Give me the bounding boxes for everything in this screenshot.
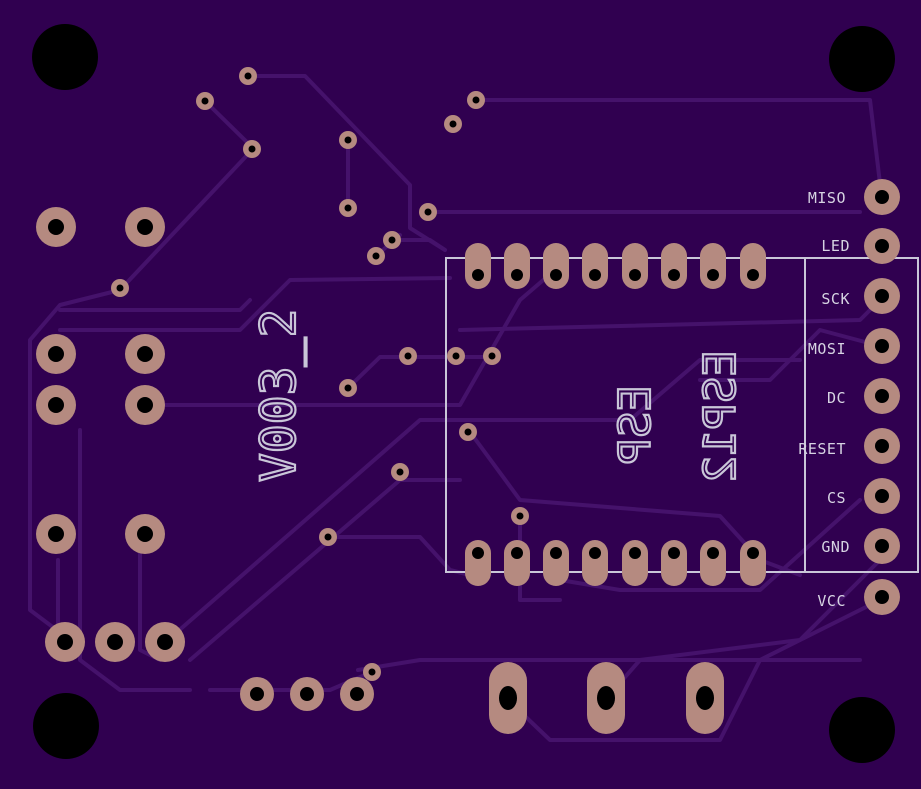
module-pad	[740, 540, 766, 586]
header-pad	[864, 528, 900, 564]
via	[363, 663, 381, 681]
via	[399, 347, 417, 365]
via	[339, 379, 357, 397]
pin-label-miso: MISO	[807, 189, 846, 207]
header-pad	[864, 478, 900, 514]
pad	[36, 514, 76, 554]
pad	[36, 334, 76, 374]
header-pad	[864, 378, 900, 414]
via	[447, 347, 465, 365]
via	[111, 279, 129, 297]
header-pad	[864, 579, 900, 615]
pad	[36, 385, 76, 425]
module-pad	[543, 243, 569, 289]
module-pad	[582, 540, 608, 586]
mounting-holes	[32, 24, 895, 763]
pad	[240, 677, 274, 711]
header-pad	[864, 179, 900, 215]
module-pad	[700, 243, 726, 289]
pad	[340, 677, 374, 711]
header-pad	[864, 228, 900, 264]
header-pad	[864, 278, 900, 314]
mounting-hole	[33, 693, 99, 759]
mounting-hole	[829, 697, 895, 763]
pin-label-gnd: GND	[821, 538, 850, 556]
left-pads	[36, 207, 374, 711]
module-pad	[661, 243, 687, 289]
pad	[125, 385, 165, 425]
vias	[111, 67, 529, 681]
module-pads-top	[465, 243, 766, 289]
pad	[45, 622, 85, 662]
module-pad	[465, 243, 491, 289]
header-pads	[864, 179, 900, 615]
mounting-hole	[829, 26, 895, 92]
via	[391, 463, 409, 481]
module-pad	[582, 243, 608, 289]
module-pad	[661, 540, 687, 586]
module-pad	[543, 540, 569, 586]
oval-pad	[489, 662, 527, 734]
header-pad	[864, 428, 900, 464]
switch-pads	[489, 662, 724, 734]
pad	[125, 514, 165, 554]
module-pad	[504, 540, 530, 586]
module-pad	[622, 243, 648, 289]
module-pads-bottom	[465, 540, 766, 586]
via	[511, 507, 529, 525]
pin-label-reset: RESET	[798, 440, 846, 458]
version-label: V003_2	[251, 309, 307, 482]
pin-label-dc: DC	[826, 389, 846, 407]
pad	[145, 622, 185, 662]
module-pad	[622, 540, 648, 586]
via	[367, 247, 385, 265]
module-pad	[504, 243, 530, 289]
via	[339, 131, 357, 149]
via	[444, 115, 462, 133]
via	[383, 231, 401, 249]
via	[339, 199, 357, 217]
via	[459, 423, 477, 441]
module-pad	[740, 243, 766, 289]
pad	[125, 207, 165, 247]
pad	[290, 677, 324, 711]
module-pad	[700, 540, 726, 586]
module-label-esp: ESP	[610, 385, 661, 464]
via	[319, 528, 337, 546]
via	[196, 92, 214, 110]
header-pad	[864, 328, 900, 364]
pin-label-vcc: VCC	[817, 592, 846, 610]
pad	[125, 334, 165, 374]
oval-pad	[587, 662, 625, 734]
via	[467, 91, 485, 109]
pin-label-mosi: MOSI	[807, 340, 846, 358]
module-pad	[465, 540, 491, 586]
oval-pad	[686, 662, 724, 734]
module-label-esp12: ESP12	[695, 350, 746, 482]
pin-label-cs: CS	[826, 489, 846, 507]
via	[483, 347, 501, 365]
via	[419, 203, 437, 221]
via	[239, 67, 257, 85]
pad	[36, 207, 76, 247]
pin-label-sck: SCK	[821, 290, 850, 308]
pad	[95, 622, 135, 662]
via	[243, 140, 261, 158]
pin-label-led: LED	[821, 237, 850, 255]
mounting-hole	[32, 24, 98, 90]
